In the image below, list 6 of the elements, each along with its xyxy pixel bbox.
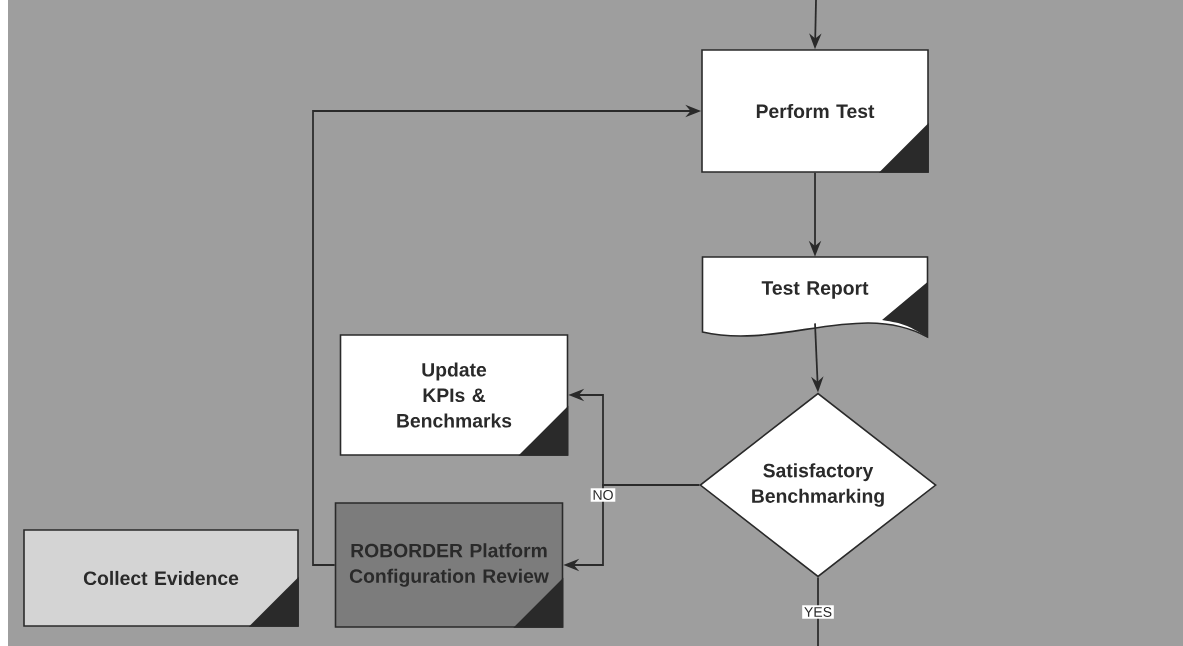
edge-label: NO (590, 488, 616, 502)
process-box: Collect Evidence (23, 529, 299, 627)
edge-label: YES (802, 605, 834, 619)
process-box: ROBORDER Platform Configuration Review (334, 502, 564, 628)
process-box: Perform Test (701, 49, 929, 173)
process-box: Update KPIs & Benchmarks (339, 334, 569, 456)
